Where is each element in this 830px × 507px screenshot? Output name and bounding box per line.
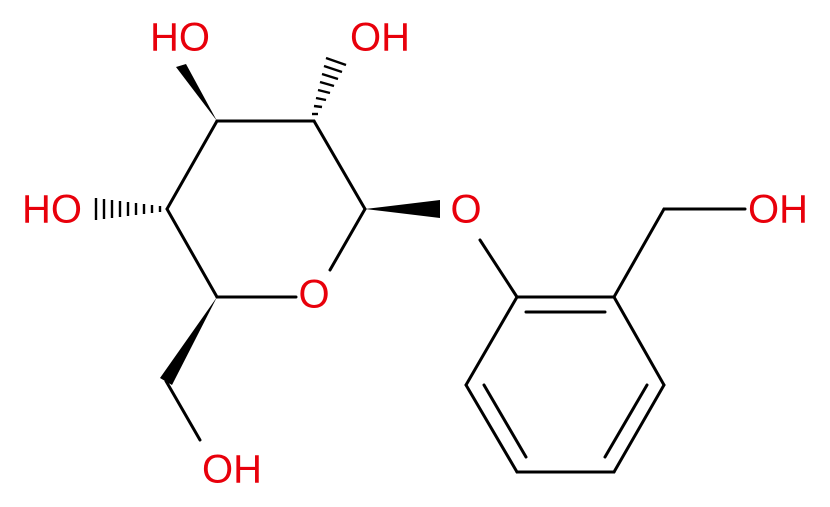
label-benzylic-hydroxyl: OH <box>748 188 808 232</box>
bond-o-ar1 <box>478 238 519 299</box>
bond-c4-c3 <box>165 119 219 211</box>
wedge-bond-c1-o <box>365 200 440 218</box>
bond-c6-oh <box>164 379 202 442</box>
benzene-ring <box>464 238 666 474</box>
bond-ar3-ar4-inner <box>603 383 649 459</box>
wedge-bond-c5-c6 <box>160 297 217 385</box>
bond-ar5-ar6 <box>464 383 519 474</box>
bond-ar5-ar6-inner <box>482 383 528 459</box>
bond-ar2-ch2 <box>612 207 666 299</box>
bond-c2-c1 <box>312 119 367 211</box>
label-c3-hydroxyl: HO <box>150 16 210 60</box>
hash-bond-c2-oh <box>312 56 347 116</box>
hash-bond-c4-oh <box>94 198 162 220</box>
label-glycosidic-oxygen: O <box>450 188 481 232</box>
label-c2-hydroxyl: OH <box>350 16 410 60</box>
pyranose-ring <box>165 119 367 299</box>
label-ring-oxygen: O <box>298 273 329 317</box>
bond-c1-ring-o <box>328 207 367 272</box>
bond-ar2-ar3 <box>612 295 666 387</box>
label-c4-hydroxyl: HO <box>22 188 82 232</box>
wedge-bond-c3-oh <box>176 64 217 121</box>
bond-c5-c4 <box>165 207 219 299</box>
bond-ar6-ar1 <box>464 295 519 387</box>
bond-ar3-ar4 <box>612 383 666 474</box>
label-c6-hydroxyl: OH <box>202 448 262 492</box>
